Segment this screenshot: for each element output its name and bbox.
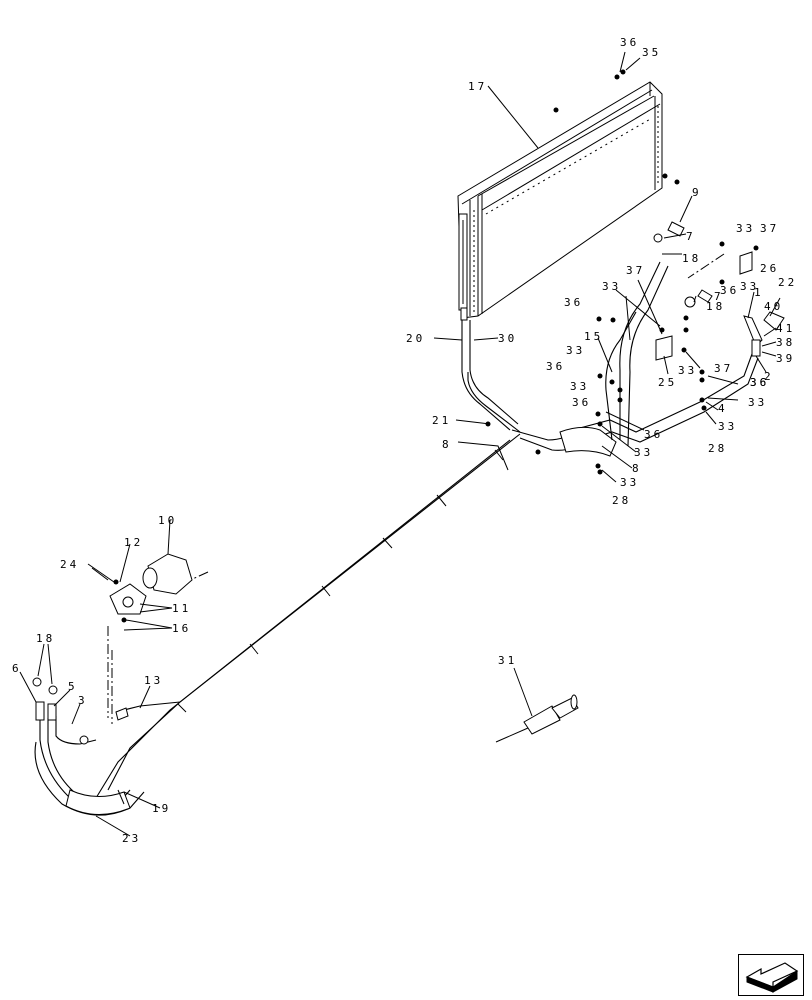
callout-2: 2	[764, 370, 774, 383]
callout-19: 19	[152, 802, 171, 815]
callout-36: 36	[564, 296, 583, 309]
callout-18: 18	[36, 632, 55, 645]
fittings-right	[653, 221, 785, 357]
callout-36: 36	[750, 376, 769, 389]
callout-33: 33	[602, 280, 621, 293]
callout-11: 11	[172, 602, 191, 615]
callout-33: 33	[748, 396, 767, 409]
callout-35: 35	[642, 46, 661, 59]
callout-36: 36	[572, 396, 591, 409]
callout-33: 33	[634, 446, 653, 459]
callout-28: 28	[708, 442, 727, 455]
hardware-dots	[485, 241, 759, 475]
callout-10: 10	[158, 514, 177, 527]
callout-labels: 36 35 17 9 7 18 33 37 26 22 37 33 36 33 …	[12, 36, 797, 845]
callout-36: 36	[620, 36, 639, 49]
callout-40: 40	[764, 300, 783, 313]
callout-8: 8	[442, 438, 452, 451]
callout-33: 33	[718, 420, 737, 433]
callout-33: 33	[678, 364, 697, 377]
callout-24: 24	[60, 558, 79, 571]
callout-37: 37	[626, 264, 645, 277]
callout-7: 7	[714, 290, 724, 303]
callout-1: 1	[754, 286, 764, 299]
callout-25: 25	[658, 376, 677, 389]
callout-23: 23	[122, 832, 141, 845]
callout-30: 30	[498, 332, 517, 345]
callout-33: 33	[740, 280, 759, 293]
left-hose-loop	[32, 677, 181, 816]
callout-5: 5	[68, 680, 78, 693]
callout-21: 21	[432, 414, 451, 427]
callout-37: 37	[714, 362, 733, 375]
callout-9: 9	[692, 186, 702, 199]
grease-gun-part-31	[495, 694, 579, 743]
callout-12: 12	[124, 536, 143, 549]
callout-17: 17	[468, 80, 487, 93]
callout-7: 7	[686, 230, 696, 243]
callout-22: 22	[778, 276, 797, 289]
callout-39: 39	[776, 352, 795, 365]
compressor-area	[109, 553, 193, 623]
leader-lines	[19, 51, 781, 837]
callout-33: 33	[566, 344, 585, 357]
callout-16: 16	[172, 622, 191, 635]
callout-33: 33	[620, 476, 639, 489]
callout-4: 4	[718, 402, 728, 415]
hose-bundle	[95, 261, 759, 799]
next-page-arrow-button[interactable]	[738, 954, 804, 996]
callout-37: 37	[760, 222, 779, 235]
callout-20: 20	[406, 332, 425, 345]
callout-36: 36	[644, 428, 663, 441]
callout-36: 36	[720, 284, 739, 297]
callout-6: 6	[12, 662, 22, 675]
arrow-icon	[745, 962, 799, 993]
callout-26: 26	[760, 262, 779, 275]
callout-15: 15	[584, 330, 603, 343]
callout-13: 13	[144, 674, 163, 687]
callout-28: 28	[612, 494, 631, 507]
callout-8: 8	[632, 462, 642, 475]
callout-18: 18	[706, 300, 725, 313]
callout-36: 36	[546, 360, 565, 373]
callout-18: 18	[682, 252, 701, 265]
callout-38: 38	[776, 336, 795, 349]
callout-36: 36	[750, 376, 769, 389]
callout-31: 31	[498, 654, 517, 667]
callout-33: 33	[736, 222, 755, 235]
callout-41: 41	[776, 322, 795, 335]
condenser-part-17	[457, 81, 663, 321]
callout-33: 33	[570, 380, 589, 393]
callout-3: 3	[78, 694, 88, 707]
